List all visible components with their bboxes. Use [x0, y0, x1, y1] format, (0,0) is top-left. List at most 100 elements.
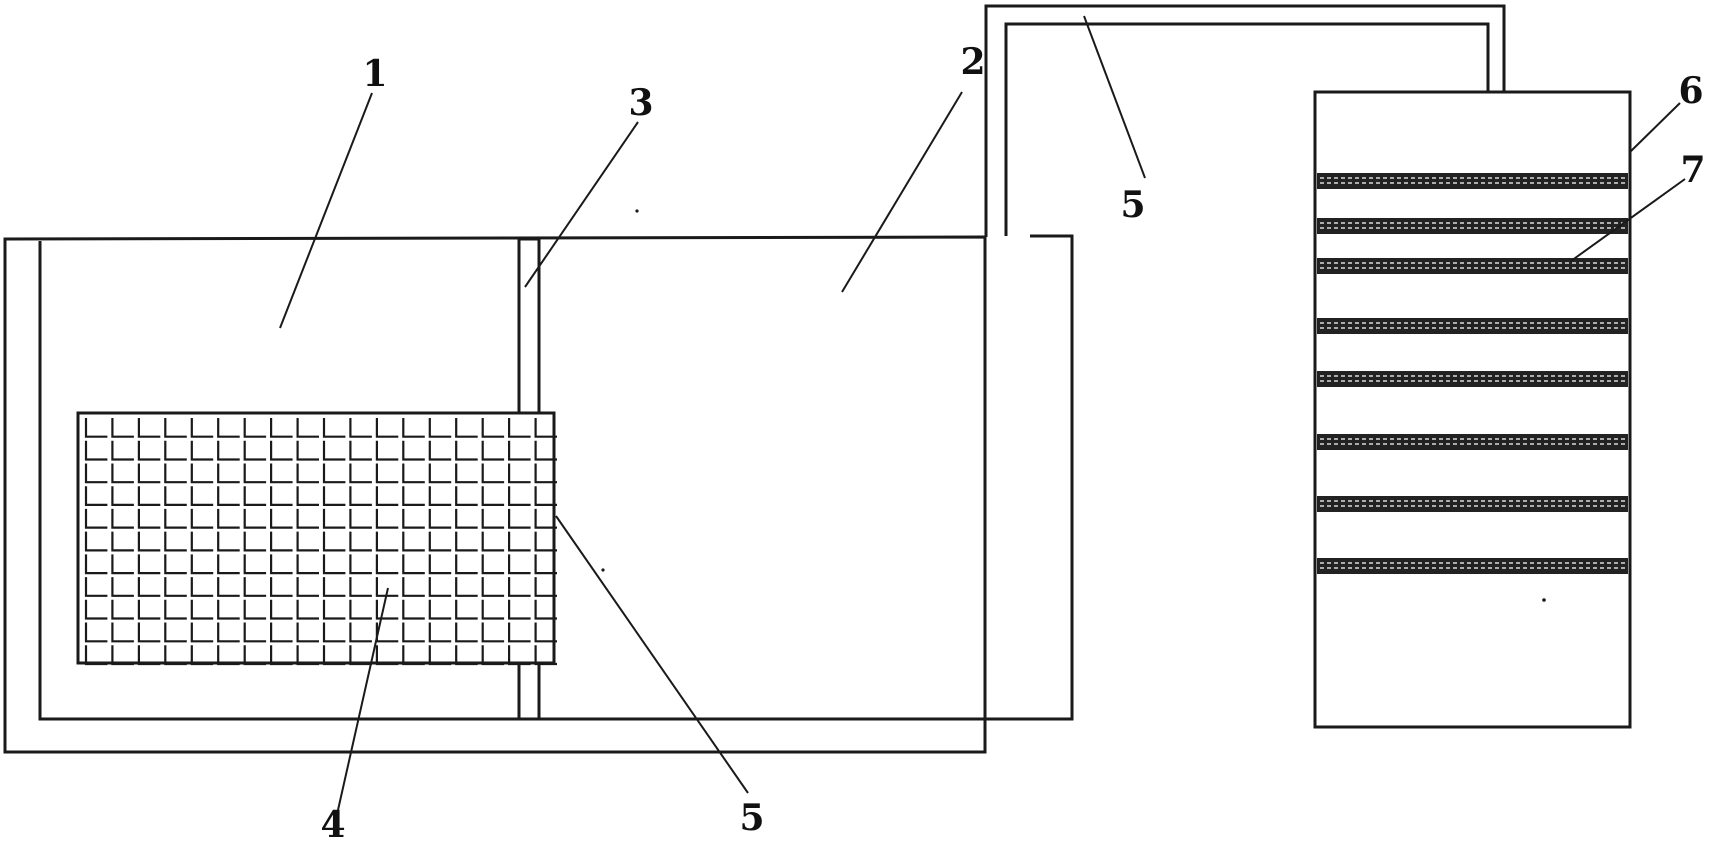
- grid-cell: [428, 486, 452, 506]
- grid-cell: [243, 577, 267, 597]
- grid-cell: [534, 508, 557, 529]
- grid-cell: [428, 440, 452, 461]
- grid-cell: [137, 645, 161, 666]
- grid-cell: [534, 531, 557, 552]
- grid-cell: [375, 577, 399, 597]
- grid-cell: [190, 531, 214, 552]
- grid-cell: [164, 463, 187, 484]
- grid-cell: [137, 577, 161, 597]
- grid-cell: [534, 440, 557, 461]
- grid-cell: [455, 599, 478, 620]
- grid-cell: [296, 531, 319, 552]
- grid-cell: [296, 599, 319, 620]
- grid-cell: [455, 486, 478, 506]
- grid-cell: [508, 508, 531, 529]
- grid-cell: [217, 418, 240, 438]
- grid-cell: [375, 508, 399, 529]
- grid-cell: [217, 531, 240, 552]
- grid-cell: [270, 440, 293, 461]
- inner-tank-wall: [38, 234, 1074, 721]
- plate-3: [1317, 258, 1628, 274]
- grid-cell: [455, 463, 478, 484]
- grid-cell: [349, 554, 372, 575]
- grid-cell: [455, 577, 478, 597]
- grid-cell: [508, 599, 531, 620]
- grid-cell: [296, 440, 319, 461]
- grid-cell: [111, 622, 134, 643]
- grid-cell: [322, 645, 346, 666]
- leader-line-7: [1570, 178, 1686, 262]
- grid-cell: [84, 577, 108, 597]
- grid-cell: [190, 577, 214, 597]
- grid-cell: [349, 531, 372, 552]
- grid-cell: [402, 554, 425, 575]
- grid-cell: [455, 554, 478, 575]
- grid-cell: [217, 508, 240, 529]
- grid-block: [76, 411, 557, 666]
- grid-cell: [481, 440, 505, 461]
- grid-cell: [481, 622, 505, 643]
- grid-cell: [508, 622, 531, 643]
- grid-cell: [164, 622, 187, 643]
- grid-cell: [534, 599, 557, 620]
- grid-cell: [217, 486, 240, 506]
- grid-cell: [84, 440, 108, 461]
- grid-cell: [270, 463, 293, 484]
- grid-cell: [164, 554, 187, 575]
- grid-cell: [137, 622, 161, 643]
- grid-cell: [243, 418, 267, 438]
- grid-cell: [402, 622, 425, 643]
- grid-cell: [481, 463, 505, 484]
- grid-cell: [428, 554, 452, 575]
- grid-cell: [402, 645, 425, 666]
- grid-cell: [164, 531, 187, 552]
- grid-cell: [164, 440, 187, 461]
- grid-cell: [217, 622, 240, 643]
- grid-cell: [349, 418, 372, 438]
- grid-cell: [455, 645, 478, 666]
- grid-cell: [349, 577, 372, 597]
- speck: [635, 209, 639, 213]
- grid-cell: [243, 486, 267, 506]
- grid-cell: [296, 577, 319, 597]
- grid-cell: [428, 645, 452, 666]
- grid-cell: [84, 508, 108, 529]
- grid-cell: [296, 463, 319, 484]
- grid-cell: [455, 531, 478, 552]
- plate-8: [1317, 558, 1628, 574]
- grid-cell: [217, 440, 240, 461]
- leader-line-5-lower: [555, 515, 749, 794]
- grid-cell: [481, 554, 505, 575]
- leader-line-4: [337, 587, 389, 811]
- grid-cell: [84, 599, 108, 620]
- grid-cell: [243, 508, 267, 529]
- grid-cell: [164, 486, 187, 506]
- grid-cell: [455, 508, 478, 529]
- grid-cell: [270, 531, 293, 552]
- grid-cell: [270, 486, 293, 506]
- grid-cell: [481, 418, 505, 438]
- grid-cell: [164, 599, 187, 620]
- grid-cell: [322, 508, 346, 529]
- grid-cell: [296, 486, 319, 506]
- grid-cell: [402, 486, 425, 506]
- grid-cell: [296, 508, 319, 529]
- grid-cell: [217, 463, 240, 484]
- grid-cell: [428, 577, 452, 597]
- grid-cell: [322, 531, 346, 552]
- grid-cell: [137, 463, 161, 484]
- grid-cell: [164, 645, 187, 666]
- grid-cell: [428, 531, 452, 552]
- grid-cell: [508, 486, 531, 506]
- grid-cell: [534, 554, 557, 575]
- grid-cell: [84, 531, 108, 552]
- grid-cell: [190, 463, 214, 484]
- grid-cell: [217, 645, 240, 666]
- grid-cell: [375, 418, 399, 438]
- label-5-lower: 5: [739, 797, 764, 839]
- grid-cell: [190, 486, 214, 506]
- grid-cell: [84, 554, 108, 575]
- grid-cell: [217, 577, 240, 597]
- grid-cell: [190, 599, 214, 620]
- grid-cell: [349, 599, 372, 620]
